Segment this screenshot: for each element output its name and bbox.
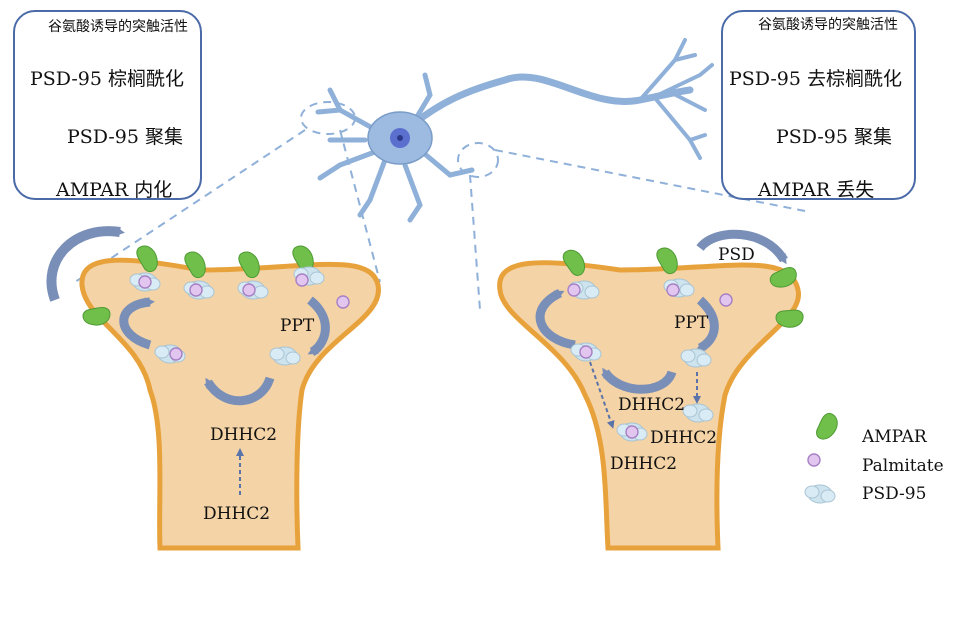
right-dhhc2-b-label: DHHC2: [650, 428, 718, 448]
legend-ampar-label: AMPAR: [862, 427, 927, 447]
zoom-callout-left: [74, 101, 381, 283]
left-step-synaptic-activity: 谷氨酸诱导的突触活性: [48, 19, 188, 35]
left-dhhc2-lower-label: DHHC2: [203, 504, 271, 524]
left-step-palmitoylation: PSD-95 棕榈酰化: [30, 68, 185, 90]
right-step-synaptic-activity: 谷氨酸诱导的突触活性: [758, 17, 898, 33]
left-ppt-label: PPT: [280, 316, 315, 336]
right-psd-label: PSD: [718, 245, 755, 265]
left-step-ampar-internalization: AMPAR 内化: [56, 179, 173, 201]
right-ppt-label: PPT: [674, 313, 709, 333]
right-step-depalmitoylation: PSD-95 去棕榈酰化: [729, 68, 903, 90]
right-summary-box: [721, 10, 916, 200]
legend-symbols: [804, 410, 843, 504]
right-dendritic-spine: [497, 260, 801, 551]
right-spine-molecules: [535, 229, 805, 442]
zoom-callout-right: [457, 142, 811, 311]
right-dhhc2-a-label: DHHC2: [618, 395, 686, 415]
legend-palmitate-label: Palmitate: [862, 456, 944, 476]
left-dhhc2-upper-label: DHHC2: [210, 425, 278, 445]
right-step-psd95-clustering: PSD-95 聚集: [776, 126, 893, 148]
right-dhhc2-c-label: DHHC2: [610, 454, 678, 474]
legend-psd95-label: PSD-95: [862, 484, 927, 504]
right-step-ampar-loss: AMPAR 丢失: [758, 179, 875, 201]
left-step-psd95-clustering: PSD-95 聚集: [67, 126, 184, 148]
neuron-illustration: [315, 38, 714, 223]
left-summary-box: [13, 10, 202, 200]
left-spine-molecules: [46, 226, 350, 495]
